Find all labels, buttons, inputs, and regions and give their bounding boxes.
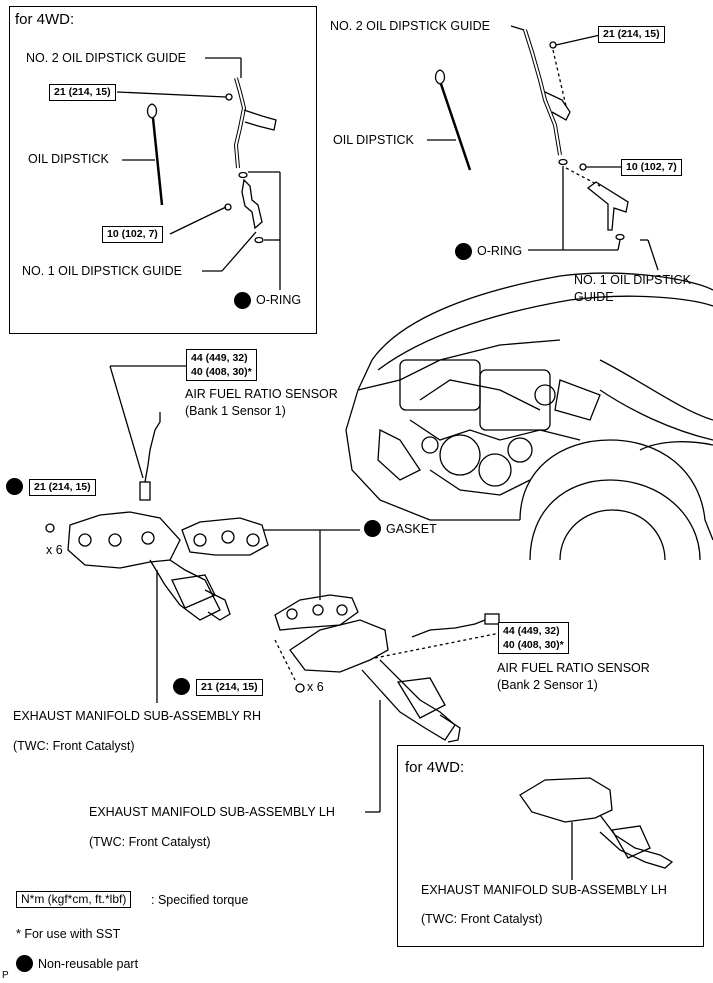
legend-unit-text: : Specified torque [151,893,249,907]
tl-torque-21: 21 (214, 15) [49,84,116,101]
rh-torque: 21 (214, 15) [29,479,96,496]
lh-name: EXHAUST MANIFOLD SUB-ASSEMBLY LH [89,805,335,819]
tl-torque-10: 10 (102, 7) [102,226,163,243]
tl-nonreusable-icon [234,292,251,309]
sensor1-torque-a: 44 (449, 32) [191,352,248,364]
no1-guide-tl [241,178,263,230]
gasket-nonreusable-icon [364,520,381,537]
tr-no1-guide-label: NO. 1 OIL DIPSTICK [574,273,691,287]
tl-no2-guide-label: NO. 2 OIL DIPSTICK GUIDE [26,51,186,65]
tr-torque-10: 10 (102, 7) [621,159,682,176]
tr-dipstick-label: OIL DIPSTICK [333,133,414,147]
rh-sub: (TWC: Front Catalyst) [13,739,135,753]
dipstick-tl [146,103,158,119]
sensor2-sub: (Bank 2 Sensor 1) [497,678,598,692]
sensor2-torque: 44 (449, 32) 40 (408, 30)* [498,622,569,654]
lh-sub: (TWC: Front Catalyst) [89,835,211,849]
sensor2-torque-a: 44 (449, 32) [503,625,560,637]
lh-nonreusable-icon [173,678,190,695]
legend-sst: * For use with SST [16,927,121,941]
gasket-lh [274,594,359,631]
corner-letter: P [2,970,9,981]
tr-torque-21: 21 (214, 15) [598,26,665,43]
no1-guide-tr [586,181,629,231]
legend-nonreusable-icon [16,955,33,972]
sensor1-label: AIR FUEL RATIO SENSOR [185,387,338,401]
sensor1-sub: (Bank 1 Sensor 1) [185,404,286,418]
br-name: EXHAUST MANIFOLD SUB-ASSEMBLY LH [421,883,667,897]
lh-torque: 21 (214, 15) [196,679,263,696]
legend-unit-box: N*m (kgf*cm, ft.*lbf) [16,891,132,908]
rh-qty: x 6 [46,543,63,557]
sensor2-label: AIR FUEL RATIO SENSOR [497,661,650,675]
frame-4wd-dipstick [9,6,317,334]
gasket-rh [181,517,269,556]
sensor2-torque-b: 40 (408, 30)* [503,639,564,651]
tr-oring-label: O-RING [477,244,523,258]
af-sensor-2 [411,613,500,638]
tr-nonreusable-icon [455,243,472,260]
af-sensor-1 [139,412,161,501]
rh-name: EXHAUST MANIFOLD SUB-ASSEMBLY RH [13,709,261,723]
br-sub: (TWC: Front Catalyst) [421,912,543,926]
sensor1-torque-b: 40 (408, 30)* [191,366,252,378]
manifold-rh [67,511,231,621]
legend-nonreusable-text: Non-reusable part [38,957,139,971]
tr-no2-guide-label: NO. 2 OIL DIPSTICK GUIDE [330,19,490,33]
tl-no1-guide-label: NO. 1 OIL DIPSTICK GUIDE [22,264,182,278]
dipstick-tr [434,69,446,85]
vehicle-engine-bay [345,272,713,561]
gasket-label: GASKET [386,522,437,536]
manifold-4wd [519,777,674,869]
frame-4wd-manifold [397,745,704,947]
tl-oring-label: O-RING [256,293,302,307]
tl-title: for 4WD: [15,11,75,28]
br-title: for 4WD: [405,759,465,776]
tl-dipstick-label: OIL DIPSTICK [28,152,109,166]
sensor1-torque: 44 (449, 32) 40 (408, 30)* [186,349,257,381]
rh-nonreusable-icon [6,478,23,495]
manifold-lh [289,619,461,743]
tr-no1-guide-label-2: GUIDE [574,290,614,304]
lh-qty: x 6 [307,680,324,694]
